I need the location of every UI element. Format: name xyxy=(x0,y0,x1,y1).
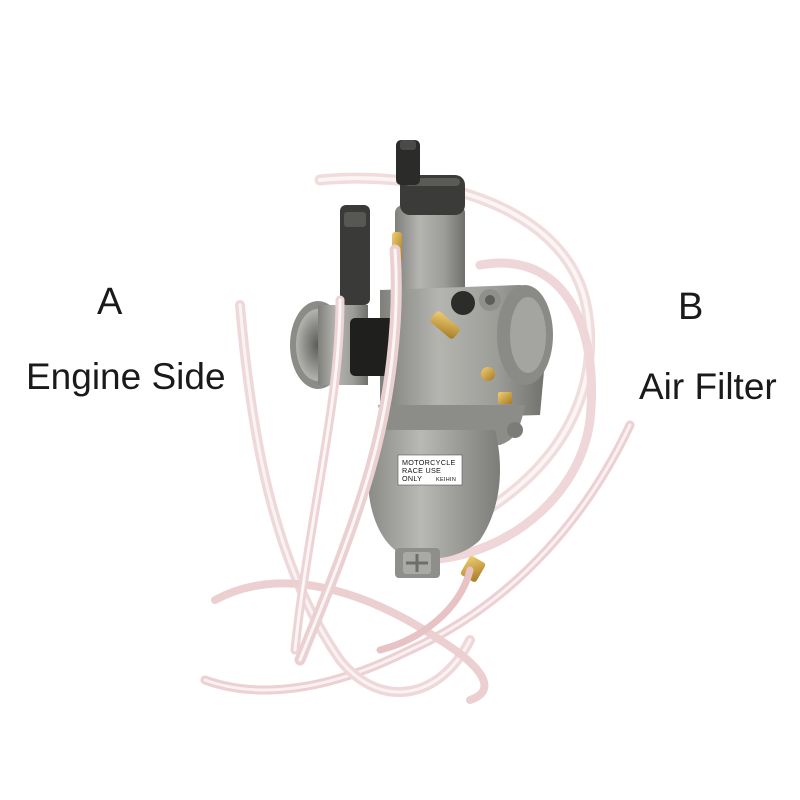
sticker-line-3: ONLY xyxy=(402,474,422,483)
air-filter-side-bell xyxy=(497,285,553,385)
label-b-letter: B xyxy=(678,286,704,328)
hose-clip xyxy=(350,318,395,376)
sticker-brand: KEIHIN xyxy=(436,477,456,483)
adjuster-bolts xyxy=(451,289,523,438)
throttle-cap xyxy=(396,140,465,215)
label-air-filter: Air Filter xyxy=(639,366,777,407)
sticker-line-2: RACE USE xyxy=(402,466,441,475)
label-a-letter: A xyxy=(97,281,123,323)
label-engine-side: Engine Side xyxy=(26,356,226,397)
fuel-hoses-front xyxy=(290,244,474,666)
sticker-line-1: MOTORCYCLE xyxy=(402,458,456,467)
vent-stack xyxy=(340,205,370,305)
race-use-sticker: MOTORCYCLE RACE USE ONLY KEIHIN xyxy=(397,454,463,486)
